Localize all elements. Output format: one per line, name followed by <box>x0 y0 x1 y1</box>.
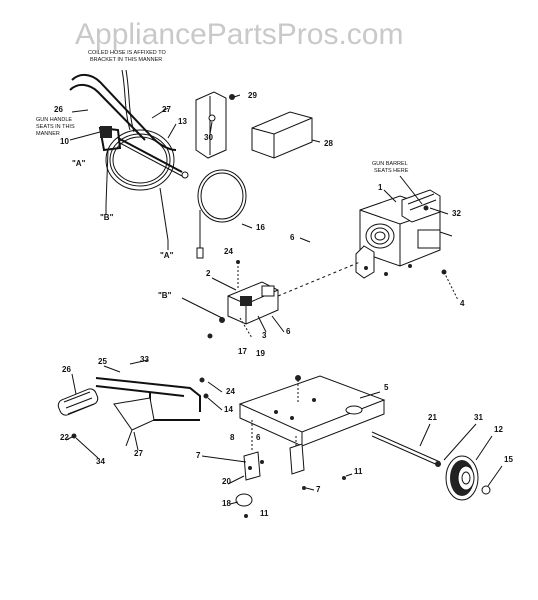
callout-6-top: 6 <box>290 233 295 242</box>
callout-8: 8 <box>230 433 235 442</box>
gun-handle-note-line1: GUN HANDLE <box>36 117 72 123</box>
base-plate <box>235 375 386 518</box>
callout-14: 14 <box>224 405 233 414</box>
callout-22: 22 <box>60 433 69 442</box>
callout-1: 1 <box>378 183 383 192</box>
gun-barrel-note-line1: GUN BARREL <box>372 161 408 167</box>
marker-a-bottom: "A" <box>160 251 174 260</box>
callout-labels: 1 2 3 4 5 6 6 6 7 7 8 10 11 11 12 13 14 … <box>54 91 513 518</box>
callout-29: 29 <box>248 91 257 100</box>
wheel-assembly <box>371 431 491 501</box>
gun-handle-note-line3: MANNER <box>36 131 60 137</box>
callout-26-top: 26 <box>54 105 63 114</box>
callout-21: 21 <box>428 413 437 422</box>
callout-30: 30 <box>204 133 213 142</box>
gun-barrel-note-line2: SEATS HERE <box>374 168 409 174</box>
callout-16: 16 <box>256 223 265 232</box>
handle-assembly <box>57 377 209 447</box>
callout-32: 32 <box>452 209 461 218</box>
engine <box>355 189 459 301</box>
gun-handle-note-line2: SEATS IN THIS <box>36 124 75 130</box>
callout-2: 2 <box>206 269 211 278</box>
callout-26-grip: 26 <box>62 365 71 374</box>
callout-34: 34 <box>96 457 105 466</box>
callout-20: 20 <box>222 477 231 486</box>
callout-3: 3 <box>262 331 267 340</box>
leader-lines <box>65 94 503 505</box>
callout-33: 33 <box>140 355 149 364</box>
callout-15: 15 <box>504 455 513 464</box>
callout-24-handle: 24 <box>226 387 235 396</box>
callout-6-base: 6 <box>256 433 261 442</box>
callout-12: 12 <box>494 425 503 434</box>
marker-b-pump: "B" <box>158 291 172 300</box>
callout-18: 18 <box>222 499 231 508</box>
callout-27-bracket: 27 <box>134 449 143 458</box>
pump <box>207 260 361 339</box>
callout-24-pump: 24 <box>224 247 233 256</box>
callout-4: 4 <box>460 299 465 308</box>
gun-holder-bracket <box>69 69 189 250</box>
marker-a-top: "A" <box>72 159 86 168</box>
marker-b-left: "B" <box>100 213 114 222</box>
watermark-text: AppliancePartsPros.com <box>75 18 403 51</box>
callout-6-pump: 6 <box>286 327 291 336</box>
callout-11-bottom: 11 <box>260 509 269 518</box>
shroud-parts <box>195 91 313 259</box>
callout-27-top: 27 <box>162 105 171 114</box>
callout-11-right: 11 <box>354 467 363 476</box>
hose-note-line1: COILED HOSE IS AFFIXED TO <box>88 50 166 56</box>
callout-13: 13 <box>178 117 187 126</box>
callout-25: 25 <box>98 357 107 366</box>
callout-5: 5 <box>384 383 389 392</box>
callout-7-left: 7 <box>196 451 201 460</box>
callout-17: 17 <box>238 347 247 356</box>
callout-10: 10 <box>60 137 69 146</box>
hose-note-line2: BRACKET IN THIS MANNER <box>90 57 162 63</box>
callout-28: 28 <box>324 139 333 148</box>
callout-7-right: 7 <box>316 485 321 494</box>
callout-19: 19 <box>256 349 265 358</box>
callout-31: 31 <box>474 413 483 422</box>
